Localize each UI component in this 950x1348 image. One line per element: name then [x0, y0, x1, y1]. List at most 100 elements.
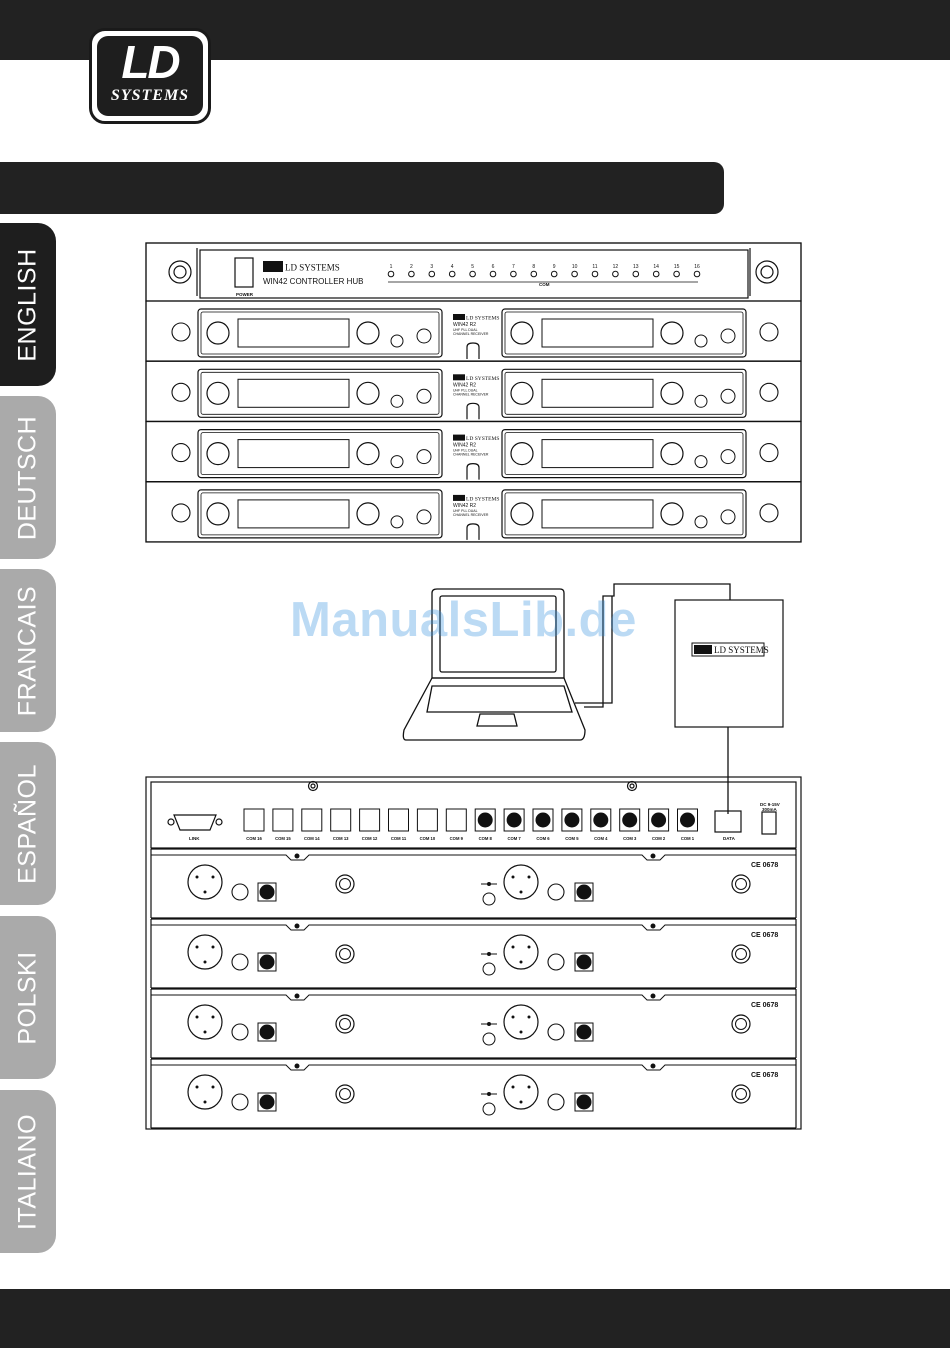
receiver-panel	[197, 489, 443, 539]
receiver-description: UHF PLL DUAL	[453, 328, 478, 332]
com-led-number: 5	[471, 264, 474, 270]
com-led-number: 6	[492, 264, 495, 270]
laptop	[402, 588, 586, 741]
com-port-label: COM 11	[391, 836, 407, 841]
tab-english[interactable]: ENGLISH	[0, 223, 56, 386]
receiver-panel	[197, 368, 443, 418]
com-led	[571, 270, 578, 278]
receiver-description: UHF PLL DUAL	[453, 449, 478, 453]
rack-mount-hole	[171, 443, 191, 463]
tab-italiano[interactable]: ITALIANO	[0, 1090, 56, 1253]
com-led-number: 11	[592, 264, 597, 270]
com-port-label: COM 9	[450, 836, 464, 841]
ground-lift	[482, 1032, 496, 1046]
receiver-ld-badge	[453, 494, 465, 501]
rear-receivers: CE 0678 CE 0678 CE 0678 CE 0678	[150, 848, 797, 1129]
com-port-label: COM 2	[652, 836, 666, 841]
dc-power-jack	[761, 811, 777, 835]
com-led-number: 4	[451, 264, 454, 270]
rear-receiver-unit: CE 0678	[150, 918, 797, 989]
ce-mark: CE 0678	[751, 1072, 778, 1079]
jack-output	[231, 883, 249, 901]
antenna-connector	[731, 944, 751, 964]
laptop-base	[402, 677, 586, 741]
antenna-slot	[466, 523, 480, 540]
com-port: COM 3	[619, 808, 641, 841]
hub-rear-panel	[145, 776, 802, 1130]
volume-knob	[510, 502, 534, 526]
jack-output	[547, 1023, 565, 1041]
link-port	[173, 814, 217, 831]
xlr-output	[187, 934, 223, 970]
menu-button	[390, 455, 404, 469]
com-port: COM 2	[648, 808, 670, 841]
com-led-number: 3	[430, 264, 433, 270]
box-brand: LD SYSTEMS	[714, 645, 769, 655]
headphone-jack	[720, 509, 736, 525]
lcd-display	[237, 499, 350, 529]
menu-button	[390, 515, 404, 529]
rack-knob	[755, 260, 779, 284]
com-port-label: COM 3	[623, 836, 637, 841]
com-port: COM 16	[243, 808, 265, 841]
receiver-description: CHANNEL RECEIVER	[453, 392, 489, 396]
receiver-description: UHF PLL DUAL	[453, 509, 478, 513]
set-knob	[660, 321, 684, 345]
antenna-connector	[335, 1084, 355, 1104]
menu-button	[694, 394, 708, 408]
receiver-ld-badge	[453, 434, 465, 441]
receiver-brand: LD SYSTEMS	[466, 316, 499, 322]
network-port	[259, 884, 275, 900]
network-port	[259, 954, 275, 970]
tab-francais[interactable]: FRANCAIS	[0, 569, 56, 732]
rack-mount-hole	[171, 503, 191, 523]
tab-polski[interactable]: POLSKI	[0, 916, 56, 1079]
com-led-number: 8	[532, 264, 535, 270]
tab-espanol[interactable]: ESPAÑOL	[0, 742, 56, 905]
com-led	[428, 270, 436, 278]
network-port	[576, 884, 592, 900]
jack-output	[547, 1093, 565, 1111]
network-port	[259, 1094, 275, 1110]
controller-box: LD SYSTEMS	[674, 599, 784, 728]
com-led-number: 15	[674, 264, 680, 270]
receiver-panel	[501, 489, 747, 539]
set-knob	[356, 502, 380, 526]
lcd-display	[237, 318, 350, 348]
receiver-description: CHANNEL RECEIVER	[453, 453, 489, 457]
volume-knob	[206, 502, 230, 526]
com-port-label: COM 14	[304, 836, 320, 841]
cables	[575, 583, 731, 814]
com-led	[591, 270, 599, 278]
com-port: COM 9	[445, 808, 467, 841]
receiver-model: WIN42 R2	[453, 503, 476, 509]
ce-mark: CE 0678	[751, 1002, 778, 1009]
logo-ld-text: LD	[121, 36, 180, 88]
com-led	[550, 270, 558, 278]
receiver-brand: LD SYSTEMS	[466, 376, 499, 382]
com-port-label: COM 13	[333, 836, 349, 841]
com-port-label: COM 8	[479, 836, 493, 841]
section-title-bar	[0, 162, 724, 214]
tab-deutsch[interactable]: DEUTSCH	[0, 396, 56, 559]
dc-label: DC 9-15V	[760, 802, 780, 807]
hub-ld-badge	[263, 261, 283, 272]
com-port-label: COM 12	[362, 836, 378, 841]
lcd-display	[237, 439, 350, 469]
com-port: COM 6	[532, 808, 554, 841]
headphone-jack	[416, 388, 432, 404]
com-port: COM 10	[416, 808, 438, 841]
receiver-description: CHANNEL RECEIVER	[453, 332, 489, 336]
com-led	[448, 270, 456, 278]
jack-output	[231, 1093, 249, 1111]
com-led-number: 9	[553, 264, 556, 270]
set-knob	[660, 502, 684, 526]
com-port: COM 1	[677, 808, 698, 841]
ce-mark: CE 0678	[751, 862, 778, 869]
com-led-number: 7	[512, 264, 515, 270]
com-led-number: 2	[410, 264, 413, 270]
